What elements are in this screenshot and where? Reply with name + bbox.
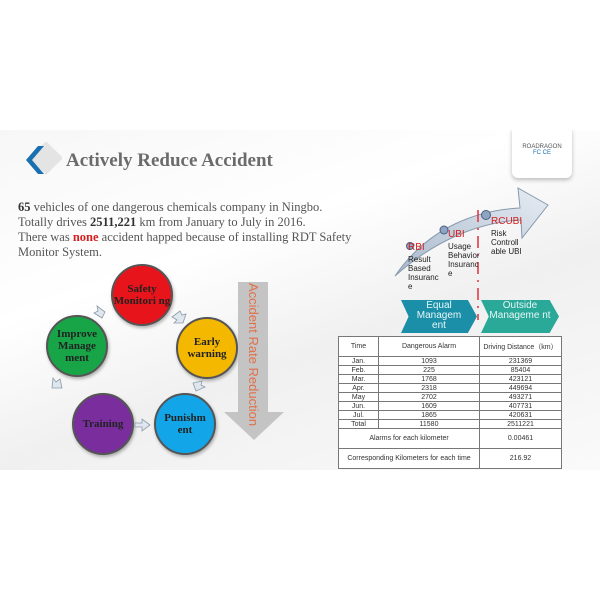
ubi-desc: Usage Behavior Insuranc e: [448, 242, 480, 278]
table-cell: 2702: [378, 392, 480, 402]
rcubi-desc: Risk Controll able UBI: [491, 229, 522, 256]
certification-marks: FC CE: [533, 150, 551, 156]
outside-management-chevron: Outside Manageme nt: [481, 300, 559, 333]
cycle-arrow-icon: [134, 418, 151, 432]
table-cell: May: [338, 392, 379, 402]
cycle-arrow-icon: [51, 376, 63, 389]
cycle-arrow-icon: [192, 380, 206, 392]
back-chevron-icon: [26, 142, 62, 175]
table-cell: Feb.: [338, 365, 379, 375]
ubi-title: UBI: [448, 229, 465, 240]
table-cell: 423121: [479, 374, 562, 384]
table-cell: 1865: [378, 410, 480, 420]
rbi-block: RBI Result Based Insuranc e: [408, 242, 442, 291]
summary-label: Corresponding Kilometers for each time: [338, 448, 480, 469]
cycle-punishment: Punishm ent: [154, 393, 216, 455]
page-title: Actively Reduce Accident: [66, 150, 273, 171]
table-cell: 1609: [378, 401, 480, 411]
table-cell: 2318: [378, 383, 480, 393]
table-cell: 225: [378, 365, 480, 375]
rcubi-block: RCUBI Risk Controll able UBI: [491, 216, 525, 256]
table-cell: 2511221: [479, 419, 562, 429]
rbi-title: RBI: [408, 242, 425, 253]
cycle-arrow-icon: [171, 310, 187, 324]
header-dangerous-alarm: Dangerous Alarm: [378, 336, 480, 357]
rbi-desc: Result Based Insuranc e: [408, 255, 439, 291]
table-header-row: Time Dangerous Alarm Driving Distance（km…: [338, 336, 562, 357]
slide: Actively Reduce Accident ROADRAGON FC CE…: [0, 130, 600, 470]
cycle-arrow-icon: [93, 305, 106, 319]
table-cell: Apr.: [338, 383, 379, 393]
table-cell: 407731: [479, 401, 562, 411]
intro-text: 65 vehicles of one dangerous chemicals c…: [18, 200, 352, 259]
table-cell: 493271: [479, 392, 562, 402]
table-cell: 1093: [378, 356, 480, 366]
rcubi-dot-icon: [481, 210, 491, 220]
cycle-training: Training: [72, 393, 134, 455]
table-cell: Mar.: [338, 374, 379, 384]
summary-value: 0.00461: [479, 428, 562, 449]
table-cell: Jun.: [338, 401, 379, 411]
header-driving-distance: Driving Distance（km）: [479, 336, 562, 357]
alarm-distance-table: Time Dangerous Alarm Driving Distance（km…: [338, 336, 562, 469]
table-cell: 85404: [479, 365, 562, 375]
ubi-block: UBI Usage Behavior Insuranc e: [448, 229, 482, 278]
ubi-dot-icon: [439, 225, 449, 235]
rcubi-title: RCUBI: [491, 216, 523, 227]
equal-management-chevron: Equal Managem ent: [401, 300, 477, 333]
summary-value: 216.92: [479, 448, 562, 469]
summary-label: Alarms for each kilometer: [338, 428, 480, 449]
cycle-improve-management: Improve Manage ment: [46, 315, 108, 377]
table-cell: Jul.: [338, 410, 379, 420]
table-cell: 231369: [479, 356, 562, 366]
table-cell: Jan.: [338, 356, 379, 366]
accident-rate-reduction-label: Accident Rate Reduction: [246, 283, 261, 427]
cycle-arrows: [51, 305, 206, 432]
table-cell: Total: [338, 419, 379, 429]
insurance-evolution-arrow: [394, 187, 549, 320]
table-cell: 11580: [378, 419, 480, 429]
rbi-dot-icon: [406, 242, 414, 250]
cycle-early-warning: Early warning: [176, 317, 238, 379]
brand-logo: ROADRAGON FC CE: [512, 130, 572, 178]
table-cell: 420631: [479, 410, 562, 420]
table-cell: 1768: [378, 374, 480, 384]
logo-text: ROADRAGON: [522, 144, 562, 150]
down-arrow-icon: [224, 282, 284, 440]
header-time: Time: [338, 336, 379, 357]
table-cell: 449694: [479, 383, 562, 393]
cycle-safety-monitoring: Safety Monitori ng: [111, 264, 173, 326]
